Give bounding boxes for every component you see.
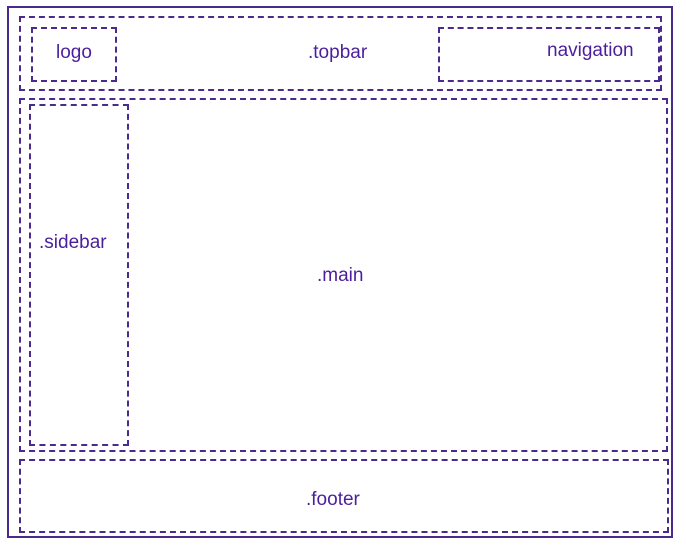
- navigation-label: navigation: [547, 40, 634, 61]
- logo-region: logo: [31, 27, 117, 82]
- sidebar-region: .sidebar: [29, 104, 129, 446]
- main-label: .main: [317, 265, 364, 286]
- page-layout-frame: logo .topbar navigation .sidebar .main .…: [7, 6, 673, 538]
- topbar-region: logo .topbar navigation: [19, 16, 662, 91]
- main-region: .sidebar .main: [19, 98, 668, 452]
- topbar-label: .topbar: [308, 42, 368, 63]
- sidebar-label: .sidebar: [39, 232, 107, 253]
- footer-label: .footer: [306, 489, 360, 510]
- logo-label: logo: [56, 42, 92, 63]
- footer-region: .footer: [19, 459, 669, 533]
- navigation-region: navigation: [438, 27, 660, 82]
